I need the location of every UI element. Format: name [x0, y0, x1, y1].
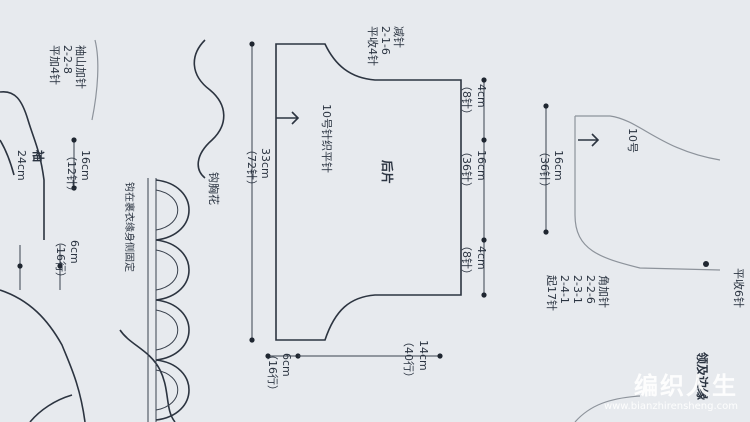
back-bind-off: 平收4针 [366, 26, 380, 66]
dim-dot [481, 77, 487, 83]
sleeve-bottom-rows: （16行） [54, 236, 67, 283]
edging-title: 钩胸花 [207, 172, 221, 205]
back-needle-note: 10号针织平针 [320, 104, 334, 173]
dim-dot [481, 237, 487, 243]
back-piece-diagram [249, 41, 487, 359]
sleeve-bottom-cm: 6cm [68, 240, 81, 264]
side-wavy-line [193, 39, 225, 179]
back-seg1-stitches: （8针） [460, 80, 474, 120]
back-seg3-cm: 4cm [475, 246, 488, 270]
sleeve-diagram [0, 39, 99, 422]
back-width-cm: 33cm [259, 148, 272, 179]
front-piece-outline [574, 116, 721, 271]
back-decrease-rule: 2-1-6 [379, 26, 392, 55]
edging-diagram [147, 178, 190, 422]
collar-edge-title: 领及边缘 [695, 352, 710, 400]
front-piece-diagram [543, 103, 721, 271]
sleeve-cap-label: 袖山加针 [74, 45, 88, 89]
dim-dot [543, 229, 549, 235]
back-seg1-cm: 4cm [475, 84, 488, 108]
dim-dot [481, 292, 487, 298]
sleeve-width-stitches: （12针） [65, 150, 79, 197]
dim-dot [57, 263, 63, 269]
front-rule-3: 2-4-1 [558, 275, 571, 304]
dim-dot [71, 137, 77, 143]
front-start-label: 起17针 [545, 275, 559, 311]
collar-edge-curve [574, 395, 641, 422]
edging-note: 钩在裹衣缘身侧固定 [123, 182, 136, 272]
sleeve-lower-curve [0, 289, 86, 422]
sleeve-width-cm: 16cm [79, 150, 92, 181]
scallop-edge [155, 179, 190, 421]
back-width-stitches: （72针） [245, 144, 259, 191]
lower-curve [119, 329, 176, 422]
watermark-url: www.bianzhirensheng.com [603, 401, 738, 412]
dim-dot [437, 353, 443, 359]
dim-dot [17, 263, 23, 269]
front-width-cm: 16cm [552, 150, 565, 181]
back-bottom-cm: 6cm [280, 353, 293, 377]
watermark-brand: 编织人生 [634, 372, 738, 400]
dim-dot [265, 353, 271, 359]
watermark: 编织人生 www.bianzhirensheng.com [604, 366, 738, 412]
dim-dot [703, 261, 709, 267]
sleeve-length-cm: 24cm [15, 150, 28, 181]
front-corner-label: 角加针 [597, 275, 611, 308]
back-side-rows: （40行） [402, 336, 415, 383]
sleeve-cap-curve [0, 91, 45, 240]
back-seg2-cm: 16cm [475, 150, 488, 181]
sleeve-flat-add: 平加4针 [48, 45, 62, 85]
dim-dot [481, 137, 487, 143]
dim-dot [71, 185, 77, 191]
back-title: 后片 [380, 160, 395, 184]
direction-arrow-head [291, 111, 300, 125]
dim-dot [249, 41, 255, 47]
sleeve-cap-rule: 2-2-8 [61, 45, 74, 74]
front-width-stitches: （36针） [538, 146, 552, 193]
back-piece-outline [275, 43, 462, 341]
sleeve-guide-line [91, 39, 99, 121]
front-rule-1: 2-2-6 [584, 275, 597, 304]
back-bottom-rows: （16行） [266, 349, 279, 396]
front-neck-curve [575, 115, 721, 161]
back-side-cm: 14cm [417, 340, 430, 371]
scallop-inner [155, 189, 179, 411]
front-needle-partial: 10号 [626, 128, 639, 153]
front-rule-2: 2-3-1 [571, 275, 584, 304]
back-decrease-label: 减针 [392, 26, 406, 48]
front-bind-off: 平收6针 [732, 268, 746, 308]
dim-dot [249, 337, 255, 343]
back-seg3-stitches: （8针） [460, 240, 474, 280]
sleeve-inner-curve [0, 139, 15, 176]
sleeve-title: 袖 [31, 150, 46, 162]
front-arrow-head [591, 133, 600, 147]
back-seg2-stitches: （36针） [460, 146, 474, 193]
dim-dot [543, 103, 549, 109]
sleeve-cuff-curve [29, 394, 73, 422]
